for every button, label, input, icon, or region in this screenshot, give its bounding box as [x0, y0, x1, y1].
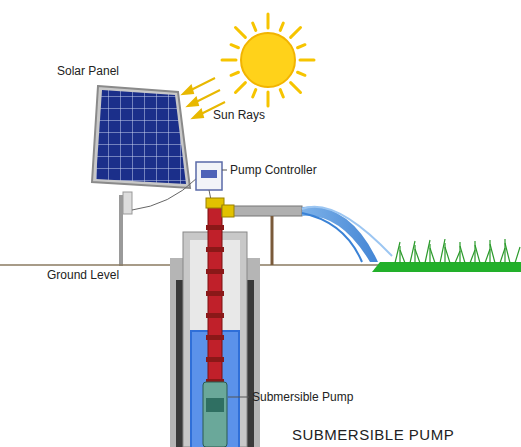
submersible-pump	[203, 382, 227, 447]
riser-pipe	[206, 198, 224, 384]
sun-rays-label: Sun Rays	[213, 108, 265, 122]
diagram-title: SUBMERSIBLE PUMP	[292, 428, 454, 442]
controller-label: Pump Controller	[230, 163, 317, 177]
ground-label: Ground Level	[47, 268, 119, 282]
solar-panel	[92, 86, 190, 266]
outlet-pipe	[222, 205, 392, 265]
sun	[222, 14, 314, 106]
grass-ground	[372, 262, 521, 272]
solar-panel-label: Solar Panel	[57, 64, 119, 78]
pump-label: Submersible Pump	[252, 390, 353, 404]
leader-lines	[222, 170, 249, 397]
grass	[395, 239, 520, 263]
